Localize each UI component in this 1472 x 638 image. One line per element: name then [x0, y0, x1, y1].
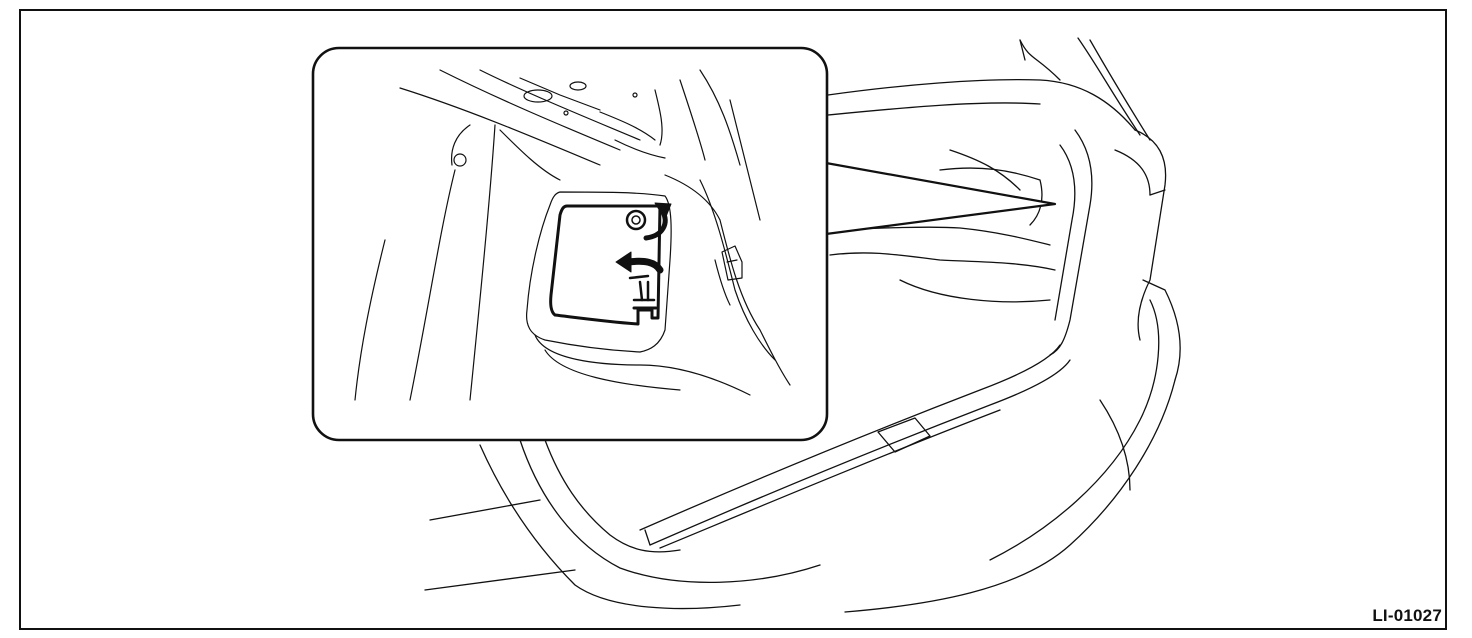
callout-pointer	[824, 161, 1057, 236]
rotate-arrow-icon	[643, 202, 672, 241]
access-lid	[549, 204, 662, 326]
pull-arrow-icon	[615, 251, 664, 310]
figure-reference-code: LI-01027	[1372, 606, 1442, 625]
lid-knob	[625, 209, 647, 231]
detail-callout-box	[311, 46, 829, 442]
car-body	[424, 37, 1181, 613]
detail-view	[354, 69, 791, 401]
